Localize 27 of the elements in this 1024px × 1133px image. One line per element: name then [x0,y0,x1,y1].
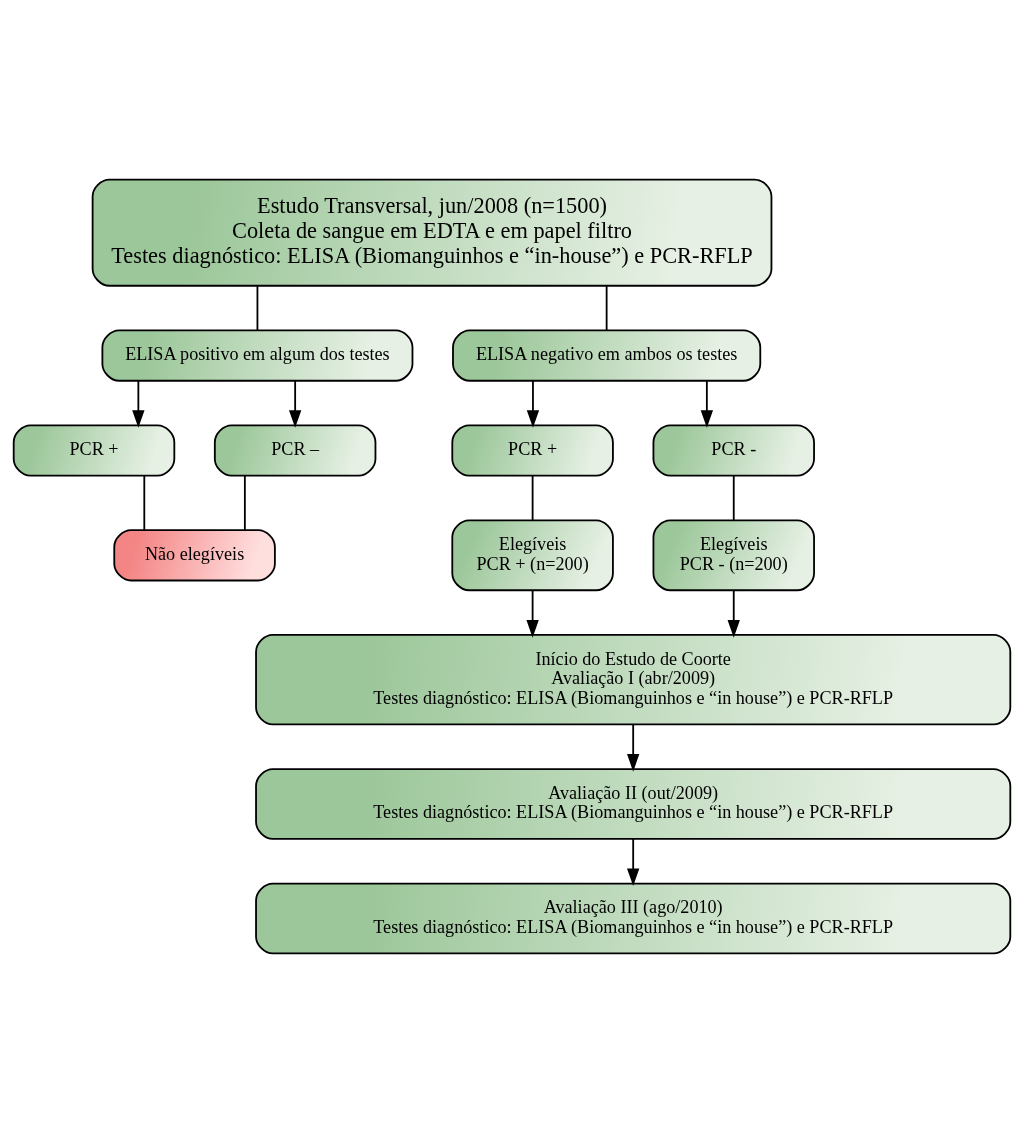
connector [605,284,608,331]
arrow [288,380,302,428]
node-box: Elegíveis PCR - (n=200) [652,519,815,592]
node-box: PCR - [652,424,815,477]
node-box: Estudo Transversal, jun/2008 (n=1500) Coleta de sangue em EDTA e em papel filtro Testes diagnóstico: ELISA (Biomanguinhos e “in-house”) e PCR-RFLP [91,178,773,287]
node-box: PCR + [12,424,176,477]
arrow [727,589,740,638]
node-box: Avaliação II (out/2009) Testes diagnóstico: ELISA (Biomanguinhos e “in house”) e PCR-RFLP [255,768,1012,840]
node-box: ELISA positivo em algum dos testes [101,329,414,382]
arrow [132,380,145,428]
arrow [627,723,640,772]
node-box: Elegíveis PCR + (n=200) [451,519,614,592]
connector [531,475,534,522]
connector [732,475,735,522]
arrow [627,838,640,887]
node-box: PCR + [451,424,614,477]
connector [243,475,246,531]
node-box: PCR – [213,424,377,477]
arrow [526,380,540,428]
connector [256,284,259,331]
node-box: Não elegíveis [113,529,276,582]
arrow [700,380,714,428]
connector [143,475,146,531]
node-box: ELISA negativo em ambos os testes [452,329,762,382]
node-box: Avaliação III (ago/2010) Testes diagnóstico: ELISA (Biomanguinhos e “in house”) e PCR-RFLP [255,882,1012,955]
arrow [526,589,539,638]
node-box: Início do Estudo de Coorte Avaliação I (abr/2009) Testes diagnóstico: ELISA (Biomanguinhos e “in house”) e PCR-RFLP [255,634,1012,726]
